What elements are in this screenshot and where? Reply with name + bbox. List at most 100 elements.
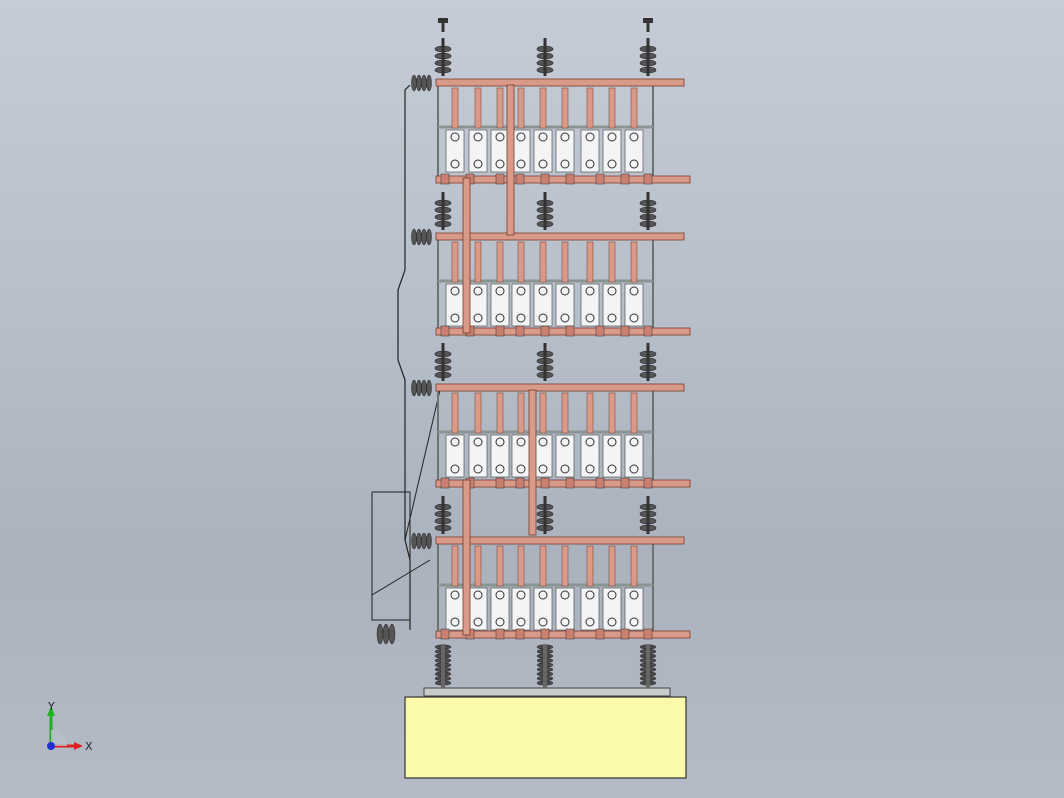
- busbar-clamp: [440, 325, 450, 337]
- busbar-clamp: [540, 477, 550, 489]
- busbar-clamp: [565, 173, 575, 185]
- side-insulator-disc: [416, 379, 422, 397]
- bottom-insulator-disc: [376, 623, 384, 645]
- busbar-clamp: [595, 325, 605, 337]
- capacitor-terminal: [516, 437, 526, 447]
- capacitor-terminal: [607, 437, 617, 447]
- busbar-clamp: [495, 628, 505, 640]
- capacitor-terminal: [560, 590, 570, 600]
- capacitor-unit: [555, 129, 575, 173]
- capacitor-unit: [602, 283, 622, 327]
- capacitor-unit: [445, 129, 465, 173]
- capacitor-terminal: [516, 159, 526, 169]
- busbar-clamp: [565, 477, 575, 489]
- capacitor-terminal: [473, 617, 483, 627]
- capacitor-unit: [445, 283, 465, 327]
- capacitor-terminal: [538, 437, 548, 447]
- bottom-insulator-disc: [382, 623, 390, 645]
- capacitor-busbar: [561, 241, 569, 283]
- post-insulator-core: [543, 496, 547, 534]
- busbar-clamp: [515, 173, 525, 185]
- busbar-clamp: [495, 477, 505, 489]
- side-insulator-disc: [426, 532, 432, 550]
- capacitor-terminal: [585, 617, 595, 627]
- side-insulator-disc: [416, 532, 422, 550]
- capacitor-terminal: [560, 437, 570, 447]
- capacitor-busbar: [451, 241, 459, 283]
- capacitor-terminal: [473, 286, 483, 296]
- post-insulator-core: [543, 38, 547, 76]
- capacitor-terminal: [585, 313, 595, 323]
- capacitor-unit: [624, 587, 644, 631]
- capacitor-terminal: [629, 590, 639, 600]
- capacitor-unit: [555, 434, 575, 478]
- capacitor-terminal: [629, 313, 639, 323]
- capacitor-terminal: [516, 313, 526, 323]
- capacitor-terminal: [560, 159, 570, 169]
- link-busbar: [462, 177, 471, 334]
- bottom-busbar: [435, 175, 691, 184]
- capacitor-terminal: [516, 286, 526, 296]
- capacitor-busbar: [517, 87, 525, 129]
- capacitor-terminal: [629, 286, 639, 296]
- post-insulator-core: [441, 343, 445, 381]
- left-cable: [397, 84, 411, 630]
- capacitor-terminal: [516, 590, 526, 600]
- post-insulator-core: [441, 38, 445, 76]
- busbar-clamp: [620, 477, 630, 489]
- capacitor-busbar: [586, 87, 594, 129]
- capacitor-terminal: [473, 590, 483, 600]
- post-insulator-core: [441, 192, 445, 230]
- capacitor-terminal: [538, 590, 548, 600]
- capacitor-unit: [468, 129, 488, 173]
- capacitor-terminal: [538, 313, 548, 323]
- busbar-clamp: [595, 628, 605, 640]
- base-plate: [423, 687, 671, 697]
- side-insulator-disc: [426, 74, 432, 92]
- side-insulator-disc: [421, 379, 427, 397]
- busbar-clamp: [620, 173, 630, 185]
- capacitor-terminal: [473, 159, 483, 169]
- capacitor-busbar: [608, 392, 616, 434]
- capacitor-busbar: [451, 545, 459, 587]
- side-insulator-disc: [426, 228, 432, 246]
- capacitor-unit: [511, 587, 531, 631]
- busbar-clamp: [565, 628, 575, 640]
- bottom-busbar: [435, 630, 691, 639]
- busbar-clamp: [565, 325, 575, 337]
- capacitor-terminal: [538, 617, 548, 627]
- capacitor-busbar: [539, 545, 547, 587]
- link-busbar: [462, 479, 471, 636]
- capacitor-terminal: [495, 286, 505, 296]
- capacitor-busbar: [517, 392, 525, 434]
- capacitor-busbar: [451, 392, 459, 434]
- capacitor-unit: [624, 129, 644, 173]
- capacitor-unit: [580, 587, 600, 631]
- capacitor-busbar: [496, 545, 504, 587]
- capacitor-terminal: [538, 159, 548, 169]
- capacitor-terminal: [516, 617, 526, 627]
- capacitor-busbar: [561, 392, 569, 434]
- post-insulator-core: [646, 496, 650, 534]
- support-insulator-core: [646, 645, 650, 688]
- capacitor-busbar: [586, 392, 594, 434]
- post-insulator-core: [543, 343, 547, 381]
- capacitor-unit: [533, 129, 553, 173]
- capacitor-unit: [602, 587, 622, 631]
- capacitor-terminal: [538, 286, 548, 296]
- top-busbar: [435, 383, 685, 392]
- axis-triad: Y X: [47, 700, 93, 753]
- capacitor-terminal: [629, 437, 639, 447]
- side-insulator-disc: [421, 228, 427, 246]
- left-enclosure: [371, 491, 411, 621]
- bottom-busbar: [435, 327, 691, 336]
- capacitor-busbar: [474, 392, 482, 434]
- capacitor-unit: [490, 129, 510, 173]
- side-insulator-disc: [426, 379, 432, 397]
- post-insulator-core: [646, 38, 650, 76]
- capacitor-terminal: [585, 437, 595, 447]
- busbar-clamp: [595, 173, 605, 185]
- support-insulator-core: [543, 645, 547, 688]
